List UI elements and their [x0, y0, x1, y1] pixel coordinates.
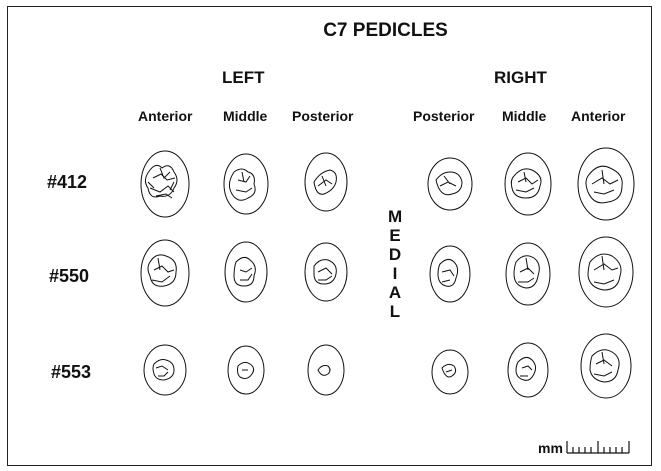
pedicle-412-left-posterior — [305, 153, 347, 211]
pedicle-412-right-anterior — [578, 148, 634, 220]
pedicle-550-right-anterior — [579, 237, 633, 307]
pedicle-550-left-posterior — [305, 243, 347, 301]
pedicle-550-right-middle — [506, 243, 550, 305]
pedicle-550-left-middle — [225, 242, 267, 302]
pedicle-553-left-middle — [228, 346, 264, 394]
pedicle-553-right-anterior — [581, 334, 631, 398]
scale-bar — [567, 441, 629, 453]
pedicle-553-right-middle — [508, 343, 548, 397]
pedicle-412-left-anterior — [141, 151, 189, 217]
pedicle-550-right-posterior — [430, 246, 470, 302]
pedicle-553-right-posterior — [432, 350, 468, 394]
pedicle-553-left-anterior — [144, 345, 186, 395]
pedicle-412-right-posterior — [428, 158, 472, 210]
pedicle-553-left-posterior — [308, 345, 344, 395]
pedicle-550-left-anterior — [141, 240, 189, 306]
pedicle-412-left-middle — [224, 154, 268, 214]
pedicle-412-right-middle — [505, 153, 551, 215]
